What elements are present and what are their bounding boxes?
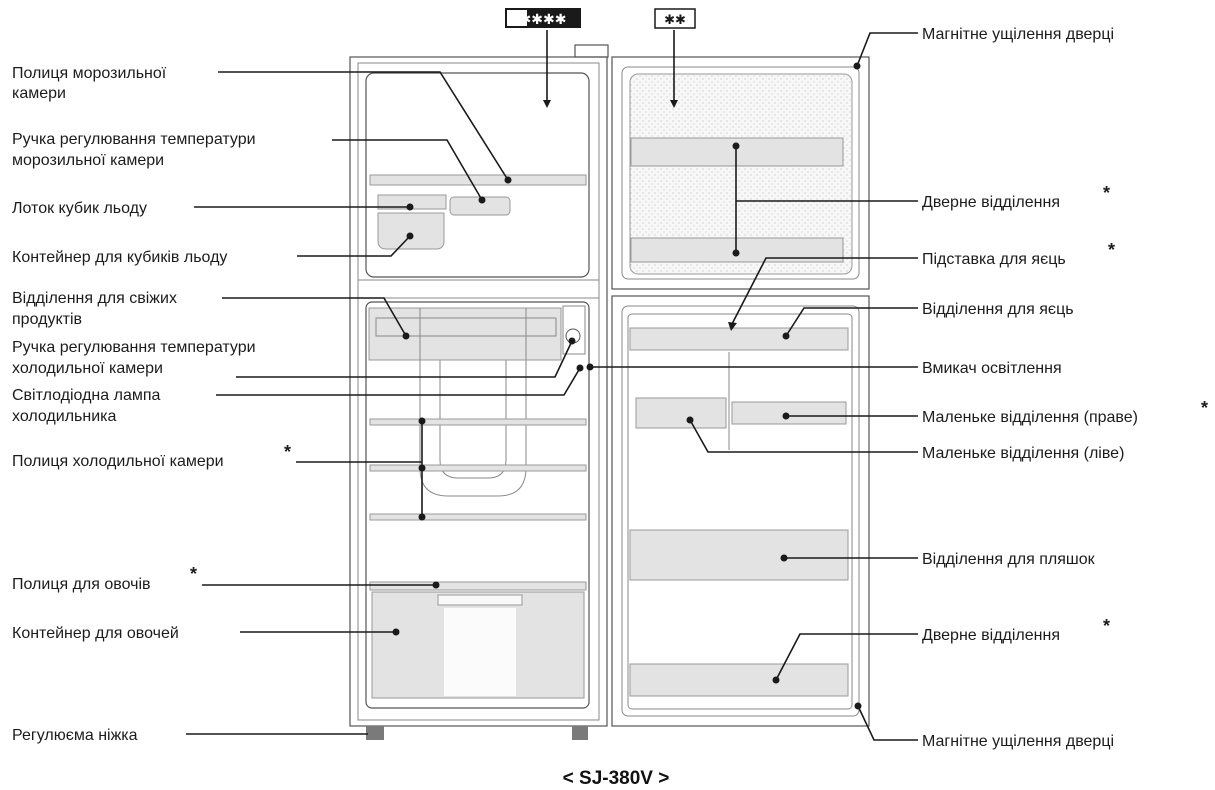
label-small-left: Маленьке відділення (ліве)	[922, 445, 1124, 462]
star-fridge-shelf: *	[284, 442, 291, 462]
label-ice-tray: Лоток кубик льоду	[12, 200, 147, 217]
label-led-2: холодильника	[12, 408, 117, 425]
freezer-shelf	[369, 174, 587, 186]
label-ice-box: Контейнер для кубиків льоду	[12, 249, 227, 266]
star-egg-stand: *	[1108, 240, 1115, 260]
door-star-text: ✱✱	[664, 13, 686, 28]
fresh-compartment	[368, 307, 562, 361]
label-light-switch: Вмикач освітлення	[922, 360, 1062, 377]
label-freezer-knob-2: морозильної камери	[12, 152, 164, 169]
label-freezer-knob-1: Ручка регулювання температури	[12, 131, 256, 148]
freezer-star-text: ✱✱✱✱	[520, 12, 567, 28]
label-led-1: Світлодіодна лампа	[12, 387, 161, 404]
egg-compartment	[629, 327, 849, 351]
label-egg-stand: Підставка для яєць	[922, 251, 1066, 268]
label-door-pocket-top: Дверне відділення	[922, 194, 1060, 211]
adjustable-foot-right	[572, 726, 588, 740]
star-door-pocket-bottom: *	[1103, 616, 1110, 636]
label-veg-box: Контейнер для овочей	[12, 625, 179, 642]
label-gasket-top: Магнітне ущілення дверці	[922, 26, 1114, 43]
door-top	[611, 56, 870, 290]
fridge-shelf-1	[369, 418, 587, 426]
door-pocket-bottom	[629, 663, 849, 697]
label-veg-shelf: Полиця для овочів	[12, 576, 151, 593]
label-fresh-1: Відділення для свіжих	[12, 290, 177, 307]
label-egg-compartment: Відділення для яєць	[922, 301, 1074, 318]
fridge-shelf-3	[369, 513, 587, 521]
label-freezer-shelf-1: Полиця морозильної	[12, 65, 167, 82]
vegetable-shelf	[369, 581, 587, 591]
label-foot: Регулюєма ніжка	[12, 727, 138, 744]
adjustable-foot-left	[366, 726, 384, 740]
label-small-right: Маленьке відділення (праве)	[922, 409, 1138, 426]
door-bottom	[611, 295, 870, 727]
label-fridge-knob-1: Ручка регулювання температури	[12, 339, 256, 356]
label-fridge-knob-2: холодильної камери	[12, 360, 163, 377]
vegetable-handle	[437, 594, 523, 606]
label-freezer-shelf-2: камери	[12, 85, 66, 102]
label-fresh-2: продуктів	[12, 311, 82, 328]
freezer-star-badge: ✱✱✱✱	[505, 8, 581, 28]
label-fridge-shelf: Полиця холодильної камери	[12, 453, 224, 470]
small-compartment-left	[635, 397, 727, 429]
door-pocket-top-1	[630, 137, 844, 167]
fridge-shelf-2	[369, 464, 587, 472]
label-door-pocket-bottom: Дверне відділення	[922, 627, 1060, 644]
cabinet	[349, 44, 609, 727]
star-veg-shelf: *	[190, 564, 197, 584]
star-door-pocket-top: *	[1103, 183, 1110, 203]
label-gasket-bottom: Магнітне ущілення дверці	[922, 733, 1114, 750]
door-star-badge: ✱✱	[654, 8, 696, 29]
model-caption: < SJ-380V >	[563, 768, 670, 789]
star-small-right: *	[1201, 398, 1208, 418]
ice-box	[377, 212, 445, 250]
label-bottle: Відділення для пляшок	[922, 551, 1096, 568]
small-compartment-right	[731, 401, 847, 425]
bottle-compartment	[629, 529, 849, 581]
